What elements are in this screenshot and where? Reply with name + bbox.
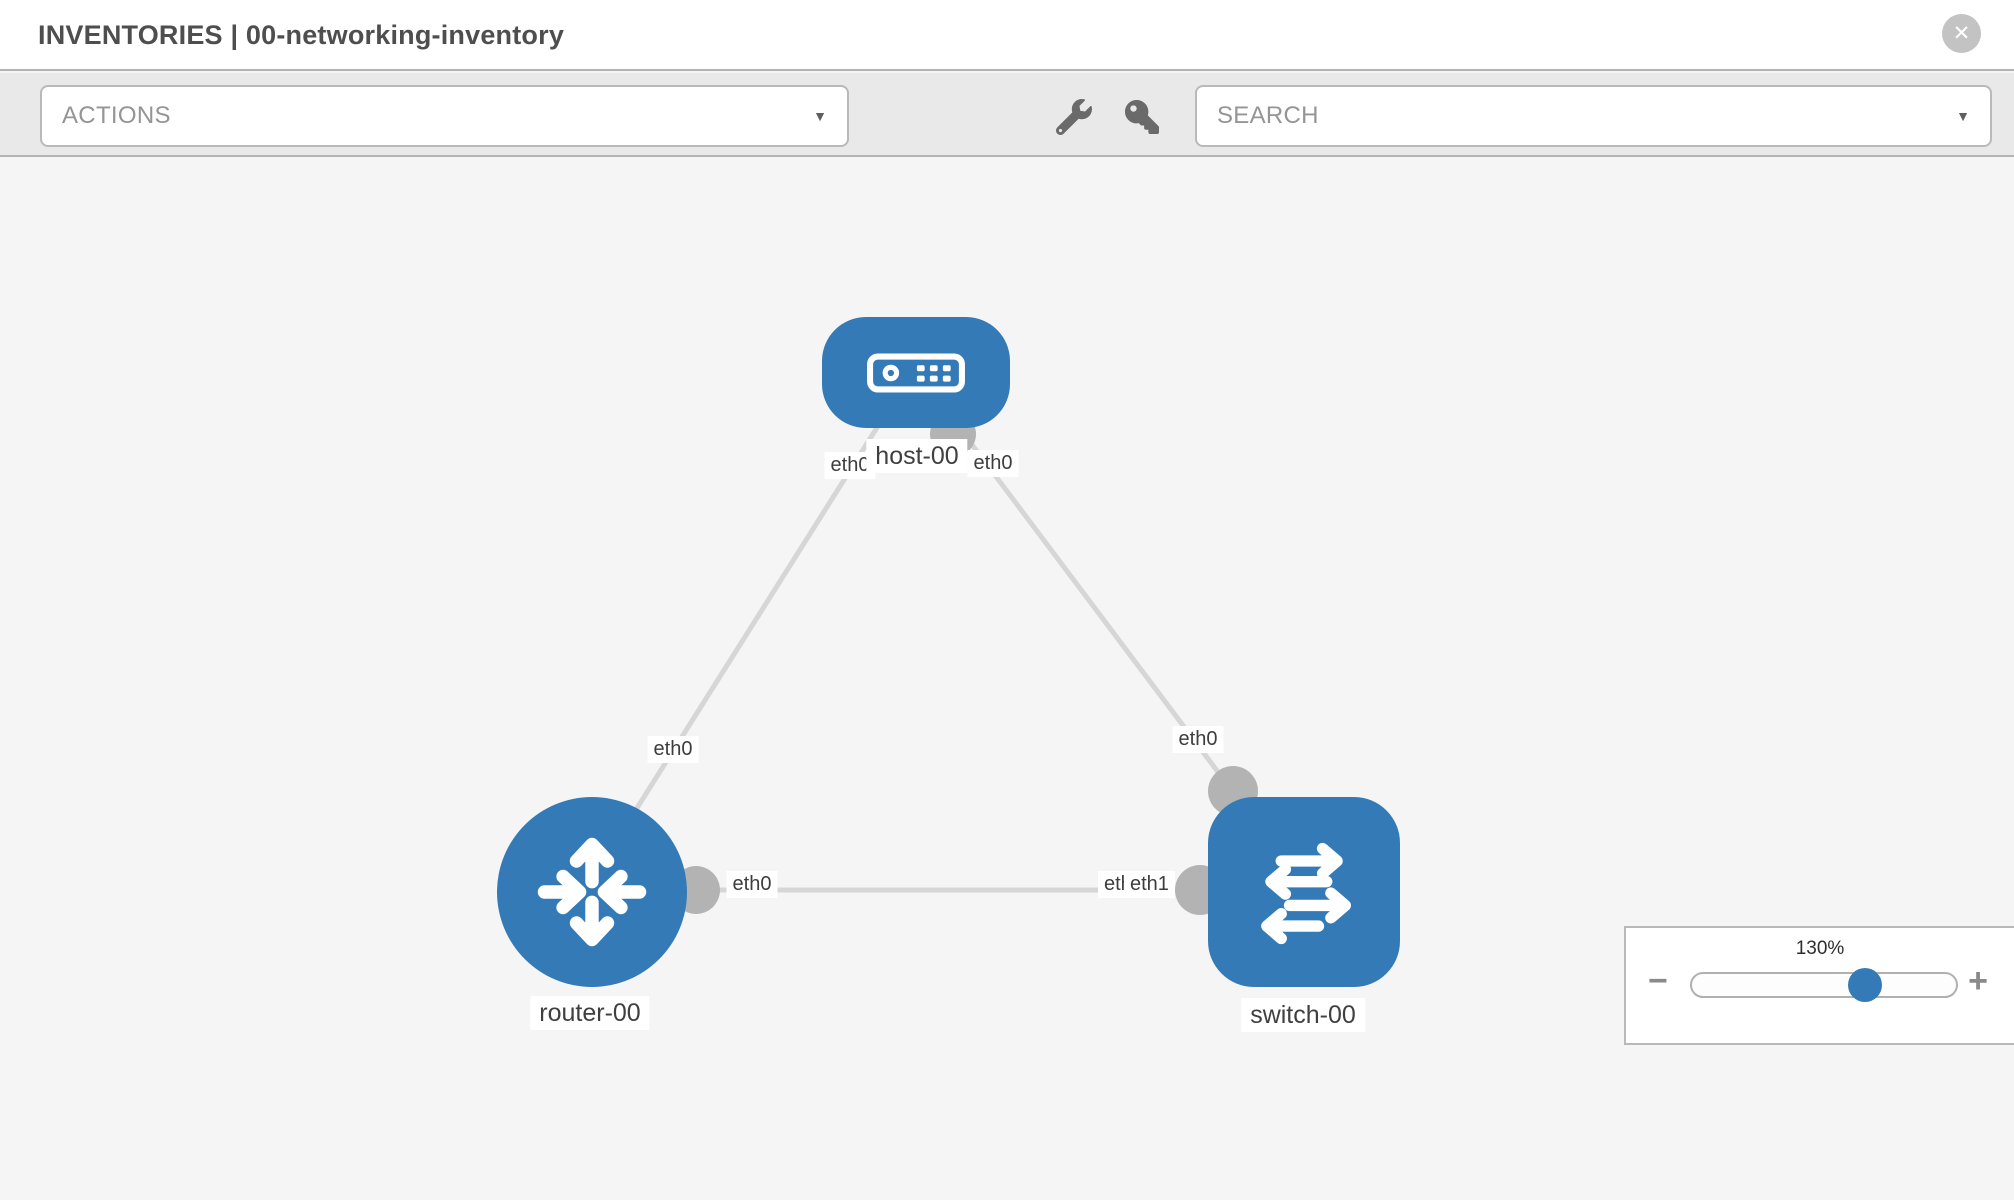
wrench-icon: [1056, 99, 1092, 135]
node-switch-00[interactable]: [1208, 797, 1400, 987]
router-icon: [537, 837, 647, 947]
chevron-down-icon: ▼: [1956, 108, 1970, 124]
actions-dropdown-label: ACTIONS: [62, 102, 171, 129]
actions-dropdown[interactable]: ACTIONS ▼: [40, 85, 849, 147]
link-label: eth0: [726, 871, 778, 898]
zoom-level-value: 130%: [1795, 938, 1845, 959]
zoom-in-button[interactable]: +: [1968, 962, 1988, 1000]
zoom-out-button[interactable]: −: [1648, 962, 1668, 1000]
link-label: eth1: [1124, 871, 1175, 898]
topology-canvas[interactable]: eth0 eth0 eth0 eth0 eth0 eth0 eth1 host-…: [0, 157, 2014, 1200]
link-label: eth0: [967, 450, 1019, 477]
node-router-00[interactable]: [497, 797, 687, 987]
close-button[interactable]: ✕: [1942, 14, 1981, 53]
configure-button[interactable]: [1052, 95, 1096, 139]
header-bar: INVENTORIES | 00-networking-inventory ✕: [0, 0, 2014, 71]
link-label: eth0: [1172, 726, 1224, 753]
node-host-00[interactable]: [822, 317, 1010, 428]
zoom-slider-track[interactable]: [1690, 972, 1958, 998]
node-label-switch: switch-00: [1241, 998, 1365, 1032]
chevron-down-icon: ▼: [813, 108, 827, 124]
toolbar: ACTIONS ▼ SEARCH ▼: [0, 73, 2014, 157]
zoom-slider-handle[interactable]: [1848, 968, 1882, 1002]
close-icon: ✕: [1952, 22, 1971, 45]
node-label-host: host-00: [866, 439, 968, 473]
node-label-router: router-00: [530, 996, 650, 1030]
search-input: SEARCH: [1217, 102, 1319, 129]
switch-icon: [1261, 842, 1352, 945]
search-dropdown[interactable]: SEARCH ▼: [1195, 85, 1992, 147]
page-title: INVENTORIES | 00-networking-inventory: [38, 20, 565, 50]
host-icon: [867, 353, 965, 392]
zoom-control-panel: 130% − +: [1624, 926, 2014, 1045]
key-icon: [1125, 100, 1159, 134]
link-label: eth0: [647, 736, 699, 763]
key-legend-button[interactable]: [1120, 95, 1164, 139]
